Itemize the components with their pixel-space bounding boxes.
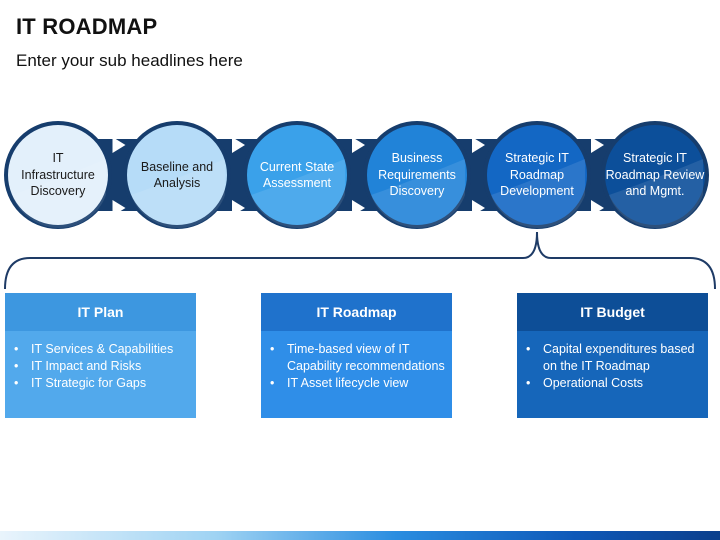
footer-gradient-bar bbox=[0, 531, 720, 540]
step-circle bbox=[8, 125, 108, 225]
roadmap-connector-bracket bbox=[4, 231, 716, 290]
card-bullet-item: Capital expenditures based on the IT Roa… bbox=[517, 341, 708, 375]
step-circle-shade bbox=[12, 159, 106, 228]
flow-arrow-icon bbox=[591, 200, 604, 216]
flow-arrow-icon bbox=[472, 200, 485, 216]
it-roadmap-list: Time-based view of IT Capability recomme… bbox=[261, 341, 452, 391]
page-title: IT ROADMAP bbox=[16, 14, 158, 39]
flow-arrow-icon bbox=[472, 137, 485, 153]
card-bullet-item: Time-based view of IT Capability recomme… bbox=[261, 341, 452, 375]
step-label: Current State Assessment bbox=[259, 159, 335, 191]
card-bullet-item: Operational Costs bbox=[517, 375, 708, 392]
step-circle bbox=[367, 125, 467, 225]
flow-arrow-icon bbox=[112, 137, 126, 153]
step-circle-shade bbox=[371, 159, 465, 228]
flow-arrow-icon bbox=[232, 137, 245, 153]
step-circle bbox=[487, 125, 587, 225]
it-budget-card-body: Capital expenditures based on the IT Roa… bbox=[517, 331, 708, 418]
card-bullet-item: IT Strategic for Gaps bbox=[5, 375, 196, 392]
it-budget-card-header: IT Budget bbox=[517, 293, 708, 331]
step-circle-shade bbox=[609, 159, 703, 228]
it-plan-list: IT Services & CapabilitiesIT Impact and … bbox=[5, 341, 196, 391]
step-circle-shade bbox=[131, 159, 225, 228]
roadmap-flow bbox=[4, 121, 716, 290]
step-label: Business Requirements Discovery bbox=[378, 151, 456, 199]
step-circle bbox=[605, 125, 705, 225]
flow-arrow-icon bbox=[232, 200, 245, 216]
flow-arrow-icon bbox=[352, 137, 365, 153]
step-label: Baseline and Analysis bbox=[140, 159, 214, 191]
it-plan-card-body: IT Services & CapabilitiesIT Impact and … bbox=[5, 331, 196, 418]
step-circle bbox=[247, 125, 347, 225]
flow-arrow-icon bbox=[112, 200, 126, 216]
step-circle-shade bbox=[491, 159, 585, 228]
card-bullet-item: IT Impact and Risks bbox=[5, 358, 196, 375]
step-label: Strategic IT Roadmap Development bbox=[500, 151, 574, 199]
step-label: Strategic IT Roadmap Review and Mgmt. bbox=[605, 151, 705, 199]
step-circle bbox=[127, 125, 227, 225]
step-circle-shade bbox=[251, 159, 345, 228]
it-roadmap-card-header: IT Roadmap bbox=[261, 293, 452, 331]
page-subtitle: Enter your sub headlines here bbox=[16, 51, 243, 70]
card-bullet-item: IT Asset lifecycle view bbox=[261, 375, 452, 392]
it-plan-card-header: IT Plan bbox=[5, 293, 196, 331]
it-roadmap-card-body: Time-based view of IT Capability recomme… bbox=[261, 331, 452, 418]
it-budget-list: Capital expenditures based on the IT Roa… bbox=[517, 341, 708, 391]
card-bullet-item: IT Services & Capabilities bbox=[5, 341, 196, 358]
flow-arrow-icon bbox=[591, 137, 604, 153]
step-label: IT Infrastructure Discovery bbox=[21, 151, 95, 199]
flow-arrow-icon bbox=[352, 200, 365, 216]
